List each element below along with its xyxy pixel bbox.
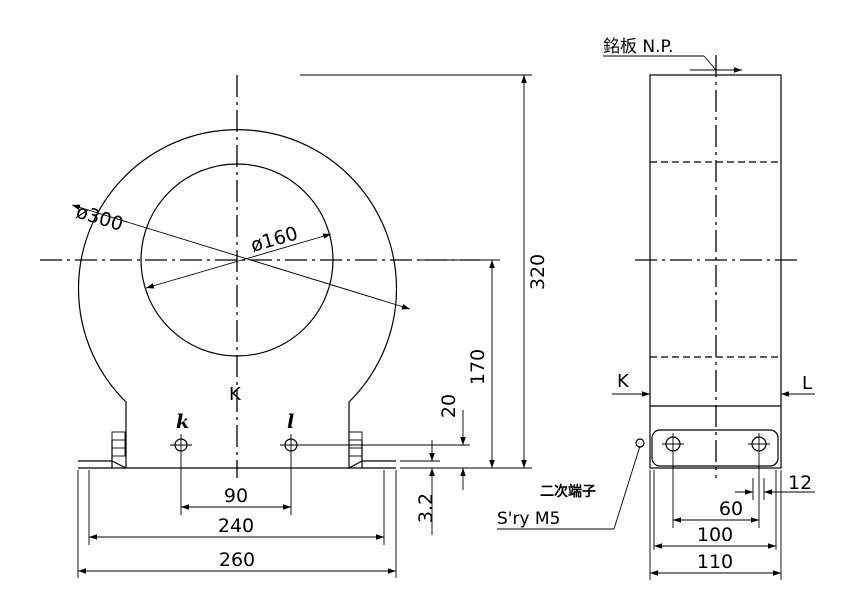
right-mount-foot <box>348 431 396 469</box>
front-view: ø300 ø160 K k l 320 170 20 3.2 90 240 <box>40 74 549 578</box>
dim-terminal-pitch-label: 90 <box>224 485 248 507</box>
side-view: 銘板 N.P. K L 二次端子 S'ry M5 12 60 100 <box>497 37 815 580</box>
secondary-terminal-en-label: S'ry M5 <box>497 509 560 529</box>
dim-mount-pitch-label: 240 <box>218 515 254 537</box>
polarity-k-label: K <box>617 371 630 392</box>
secondary-terminal-bolt <box>635 438 645 448</box>
left-mount-foot <box>78 431 127 469</box>
outer-diameter-label: ø300 <box>74 201 126 236</box>
dim-base-width-label: 260 <box>219 549 255 571</box>
terminal-k-symbol <box>170 434 192 456</box>
side-terminal-left <box>662 433 684 455</box>
dim-center-height-label: 170 <box>467 349 489 385</box>
dim-slot-pitch-label: 100 <box>697 524 733 546</box>
dim-side-terminal-pitch-label: 60 <box>719 498 743 520</box>
nameplate-label: 銘板 N.P. <box>603 37 674 57</box>
dim-total-width-label: 110 <box>697 551 733 573</box>
polarity-l-label: L <box>802 373 812 394</box>
terminal-l-label: l <box>287 411 294 433</box>
side-terminal-right <box>748 433 770 455</box>
terminal-k-label: k <box>176 411 189 433</box>
secondary-terminal-jp-label: 二次端子 <box>540 483 596 500</box>
terminal-l-symbol <box>280 434 302 456</box>
dim-base-thickness-label: 3.2 <box>415 493 437 523</box>
nameplate-leader <box>703 55 717 71</box>
dim-total-height-label: 320 <box>527 254 549 290</box>
inner-diameter-line <box>145 233 332 289</box>
inner-diameter-label: ø160 <box>248 222 300 256</box>
dim-slot-width-label: 12 <box>788 472 812 494</box>
secondary-terminal-leader <box>613 445 641 530</box>
dim-terminal-height-label: 20 <box>438 394 460 418</box>
terminal-plate <box>651 429 779 467</box>
polarity-primary-label: K <box>229 384 242 405</box>
